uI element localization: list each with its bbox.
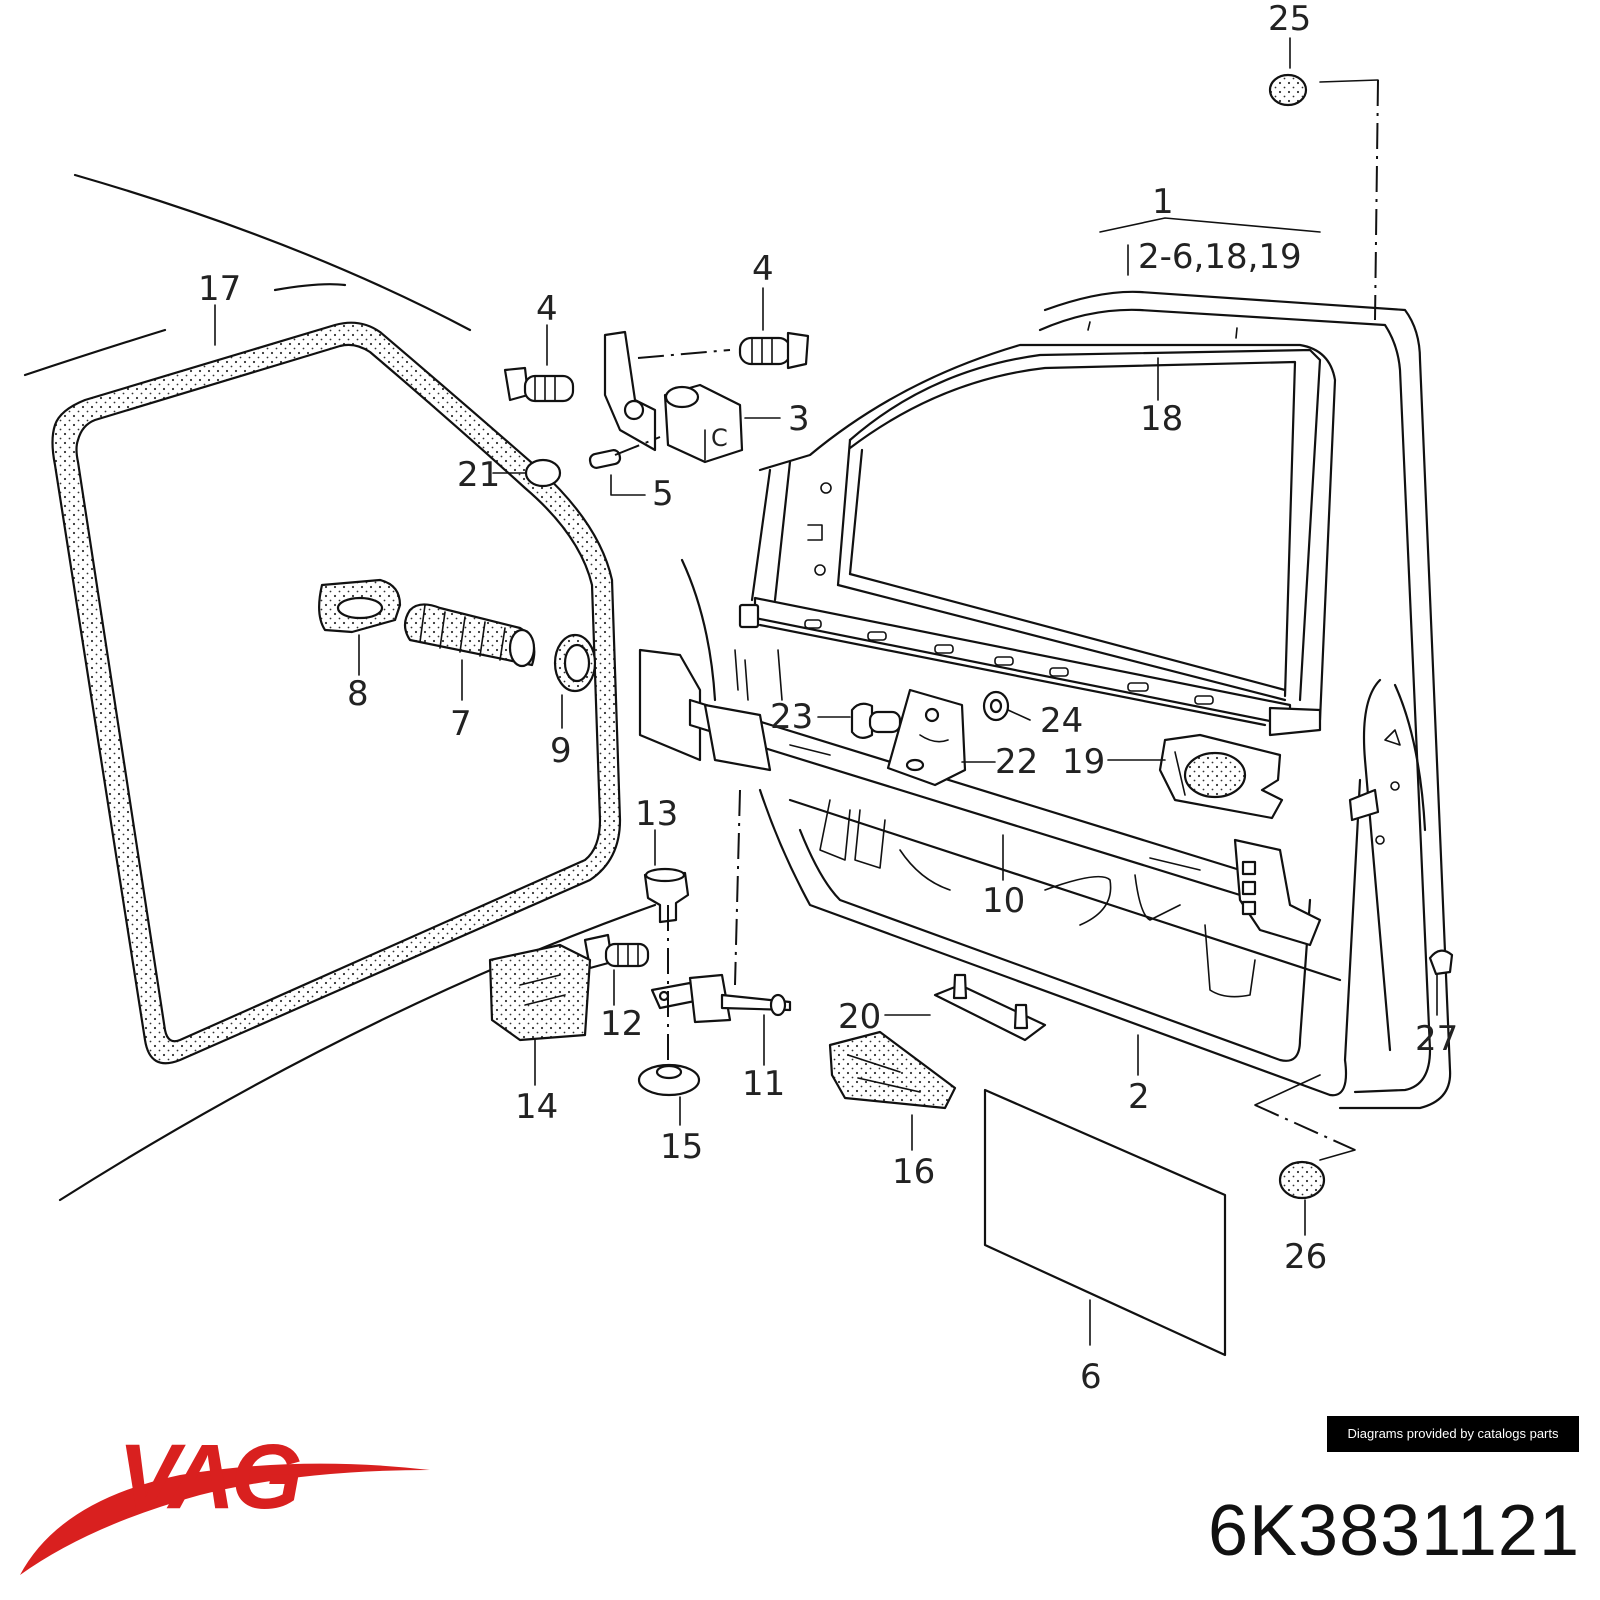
wedge-part-16 bbox=[828, 1030, 957, 1110]
callout-9: 9 bbox=[550, 731, 572, 771]
vag-logo-text: VAG bbox=[118, 1426, 300, 1528]
svg-text:C: C bbox=[711, 424, 728, 452]
intrusion-beam-part-10 bbox=[638, 648, 1322, 947]
door-shell-part-2 bbox=[734, 290, 1452, 1110]
callout-11: 11 bbox=[742, 1064, 785, 1104]
callout-27: 27 bbox=[1415, 1019, 1458, 1059]
window-frame-part-18 bbox=[738, 321, 1322, 737]
clip-part-24 bbox=[982, 690, 1010, 722]
callout-20: 20 bbox=[838, 997, 881, 1037]
belt-rail-slots bbox=[804, 619, 1214, 705]
callout-1: 1 bbox=[1152, 182, 1174, 222]
lock-part-19 bbox=[1158, 733, 1284, 820]
callout-21: 21 bbox=[457, 455, 500, 495]
vag-logo: VAG bbox=[20, 1426, 430, 1575]
callout-22: 22 bbox=[995, 742, 1038, 782]
nut-part-15 bbox=[637, 1063, 701, 1097]
clip-part-8 bbox=[318, 578, 402, 634]
bolt-part-4-b bbox=[738, 331, 810, 370]
callout-26: 26 bbox=[1284, 1237, 1327, 1277]
assembly-lines bbox=[614, 79, 1379, 1161]
buffer-part-14 bbox=[488, 943, 592, 1042]
callout-25: 25 bbox=[1268, 0, 1311, 39]
check-strap-part-11 bbox=[650, 973, 792, 1024]
callout-4-top: 4 bbox=[752, 249, 774, 289]
bolt-part-4-a bbox=[503, 366, 575, 403]
leader-lines bbox=[214, 37, 1438, 1346]
pin-part-5 bbox=[588, 449, 622, 469]
callout-4-left: 4 bbox=[536, 289, 558, 329]
bump-stop-part-13 bbox=[643, 867, 690, 924]
credit-banner: Diagrams provided by catalogs parts bbox=[1327, 1416, 1579, 1452]
part-number: 6K3831121 bbox=[1207, 1491, 1580, 1571]
grommet-boot-part-7 bbox=[403, 603, 536, 668]
panel-part-6 bbox=[983, 1088, 1227, 1357]
callout-24: 24 bbox=[1040, 701, 1083, 741]
callout-labels: 25 1 2-6,18,19 18 4 4 3 5 21 17 8 7 9 23… bbox=[198, 0, 1458, 1397]
callout-5: 5 bbox=[652, 474, 674, 514]
bracket-part-22 bbox=[886, 688, 967, 787]
plug-part-25 bbox=[1268, 73, 1308, 107]
bolt-part-12 bbox=[583, 933, 650, 970]
callout-18: 18 bbox=[1140, 399, 1183, 439]
vag-logo-swoosh bbox=[20, 1463, 430, 1575]
callout-16: 16 bbox=[892, 1152, 935, 1192]
callout-8: 8 bbox=[347, 674, 369, 714]
clip-part-27 bbox=[1428, 949, 1454, 976]
callout-6: 6 bbox=[1080, 1357, 1102, 1397]
callout-17: 17 bbox=[198, 269, 241, 309]
callout-1-range: 2-6,18,19 bbox=[1138, 237, 1302, 277]
plug-part-26 bbox=[1278, 1160, 1326, 1200]
callout-12: 12 bbox=[600, 1004, 643, 1044]
body-door-opening bbox=[23, 173, 717, 1202]
callout-13: 13 bbox=[635, 794, 678, 834]
callout-3: 3 bbox=[788, 399, 810, 439]
callout-19: 19 bbox=[1062, 742, 1105, 782]
plug-part-21 bbox=[524, 458, 562, 488]
callout-10: 10 bbox=[982, 881, 1025, 921]
callout-7: 7 bbox=[450, 704, 472, 744]
callout-2: 2 bbox=[1128, 1077, 1150, 1117]
ring-part-9 bbox=[553, 633, 597, 693]
callout-15: 15 bbox=[660, 1127, 703, 1167]
callout-14: 14 bbox=[515, 1087, 558, 1127]
bolt-part-23 bbox=[850, 702, 902, 739]
callout-23: 23 bbox=[770, 697, 813, 737]
hinge-part-3: C bbox=[603, 330, 744, 464]
pad-part-20 bbox=[933, 973, 1047, 1042]
door-seal-part-17 bbox=[51, 321, 622, 1065]
